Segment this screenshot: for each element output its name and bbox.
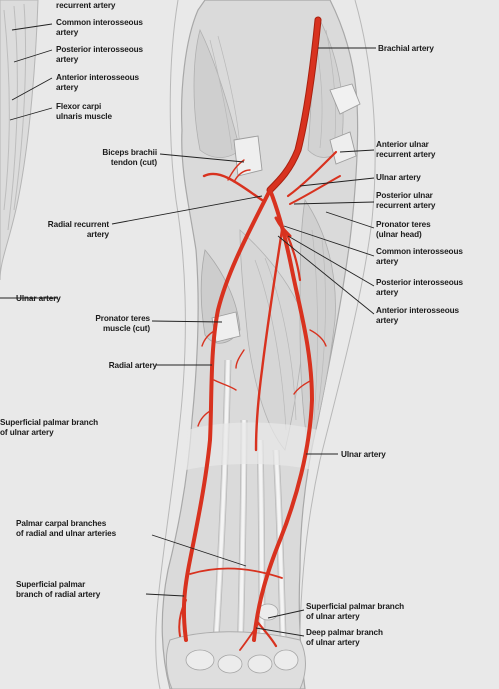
label-flexor-carpi-ulnaris: Flexor carpi ulnaris muscle	[56, 102, 112, 121]
label-radial-recurrent: Radial recurrent artery	[48, 220, 109, 239]
label-superficial-palmar-ulnar-left: Superficial palmar branch of ulnar arter…	[0, 418, 98, 437]
label-deep-palmar-ulnar: Deep palmar branch of ulnar artery	[306, 628, 383, 647]
label-posterior-interosseous-right: Posterior interosseous artery	[376, 278, 463, 297]
label-palmar-carpal: Palmar carpal branches of radial and uln…	[16, 519, 116, 538]
label-anterior-ulnar-recurrent: Anterior ulnar recurrent artery	[376, 140, 435, 159]
label-brachial-artery: Brachial artery	[378, 44, 434, 54]
label-anterior-interosseous-left: Anterior interosseous artery	[56, 73, 139, 92]
label-common-interosseous-left: Common interosseous artery	[56, 18, 143, 37]
label-anterior-interosseous-right: Anterior interosseous artery	[376, 306, 459, 325]
label-superficial-palmar-radial: Superficial palmar branch of radial arte…	[16, 580, 100, 599]
label-superficial-palmar-ulnar-right: Superficial palmar branch of ulnar arter…	[306, 602, 404, 621]
label-ulnar-artery-right-mid: Ulnar artery	[341, 450, 386, 460]
label-radial-artery: Radial artery	[109, 361, 157, 371]
label-ulnar-artery-left: Ulnar artery	[16, 294, 61, 304]
label-biceps-tendon: Biceps brachii tendon (cut)	[102, 148, 157, 167]
label-common-interosseous-right: Common interosseous artery	[376, 247, 463, 266]
label-posterior-interosseous-left: Posterior interosseous artery	[56, 45, 143, 64]
label-posterior-ulnar-recurrent: Posterior ulnar recurrent artery	[376, 191, 435, 210]
label-pronator-teres-cut: Pronator teres muscle (cut)	[95, 314, 150, 333]
label-recurrent-artery-top: recurrent artery	[56, 1, 115, 11]
label-ulnar-artery-right-top: Ulnar artery	[376, 173, 421, 183]
label-pronator-teres-ulnar-head: Pronator teres (ulnar head)	[376, 220, 431, 239]
